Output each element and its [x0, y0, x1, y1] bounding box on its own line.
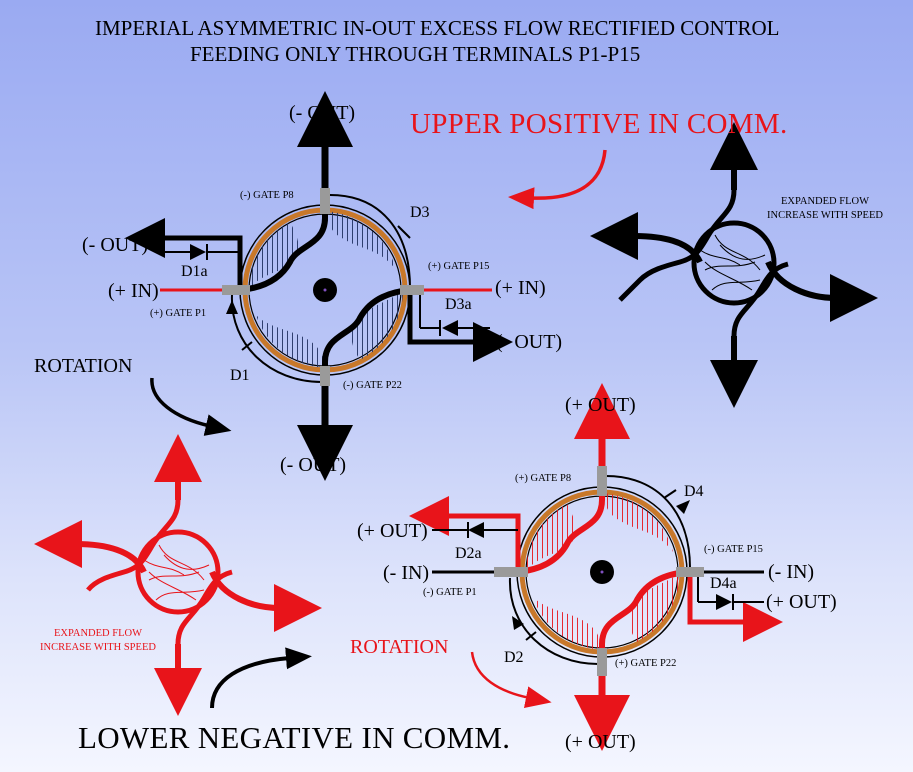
upper-bottom-out-label: (- OUT): [280, 454, 347, 476]
lower-flow-top: [516, 470, 605, 575]
lower-gate-p22-label: (+) GATE P22: [615, 658, 677, 669]
lower-hatch-left: [525, 504, 576, 572]
upper-expanded-line1: EXPANDED FLOW: [781, 196, 869, 207]
lower-gate-p8-block: [597, 466, 607, 496]
lower-gate-p1-label: (-) GATE P1: [423, 587, 477, 598]
upper-right-out-path: [407, 290, 513, 362]
upper-right-in-label: (+ IN): [495, 277, 546, 299]
lower-d2-label: D2: [504, 649, 524, 666]
lower-gate-p15-block: [676, 567, 704, 577]
upper-hatch-top: [325, 211, 396, 270]
upper-expanded-line2: INCREASE WITH SPEED: [767, 210, 883, 222]
upper-hatch-left: [248, 222, 299, 290]
title-line2: FEEDING ONLY THROUGH TERMINALS P1-P15: [190, 42, 641, 66]
lower-hatch-top: [602, 493, 673, 552]
lower-right-in-label: (- IN): [768, 561, 815, 583]
upper-expanded-note: EXPANDED FLOW INCREASE WITH SPEED: [750, 195, 900, 223]
upper-d3-curve: [329, 194, 415, 296]
upper-rotation-label: ROTATION: [34, 355, 133, 377]
upper-hatch-bottom: [256, 315, 325, 368]
lower-d4a-label: D4a: [710, 575, 737, 592]
upper-flow-bottom: [322, 287, 411, 380]
upper-d1-label: D1: [230, 367, 250, 384]
lower-d2-curve: [508, 577, 599, 665]
upper-left-out-label: (- OUT): [82, 234, 149, 256]
upper-gate-p15-block: [400, 285, 424, 295]
lower-left-out-path: [409, 496, 521, 572]
upper-d1a-label: D1a: [181, 263, 208, 280]
upper-gate-p22-label: (-) GATE P22: [343, 380, 402, 391]
lower-left-out-label: (+ OUT): [357, 520, 428, 542]
lower-heading-arrow: [210, 647, 312, 709]
lower-expanded-line1: EXPANDED FLOW: [54, 628, 142, 639]
lower-top-out-label: (+ OUT): [565, 394, 636, 416]
lower-gate-p22-block: [597, 648, 607, 676]
upper-heading-arrow: [508, 149, 607, 210]
upper-right-out-label: (- OUT): [496, 331, 563, 353]
lower-right-out-path: [687, 572, 783, 642]
upper-gate-p22-block: [320, 366, 330, 386]
lower-bottom-out-label: (+ OUT): [565, 731, 636, 753]
upper-flow-top: [239, 190, 328, 293]
upper-rotation-arrow: [150, 377, 232, 436]
lower-flow-bottom: [599, 569, 688, 660]
upper-gate-p1-block: [222, 285, 250, 295]
lower-heading: LOWER NEGATIVE IN COMM.: [78, 720, 511, 755]
lower-diode-d4a: [716, 594, 732, 610]
upper-d3-label: D3: [410, 204, 430, 221]
lower-hatch-bottom: [533, 597, 602, 650]
lower-expanded-diagram: [34, 434, 322, 716]
lower-diode-d2a: [468, 522, 484, 538]
upper-gate-p8-label: (-) GATE P8: [240, 190, 294, 201]
upper-left-in-label: (+ IN): [108, 280, 159, 302]
lower-d4-curve: [605, 475, 691, 569]
lower-expanded-line2: INCREASE WITH SPEED: [40, 642, 156, 654]
upper-diagram: [125, 91, 513, 481]
lower-diagram: [409, 383, 783, 751]
lower-rotation-arrow: [470, 651, 552, 709]
upper-left-out-path: [125, 218, 243, 290]
upper-heading: UPPER POSITIVE IN COMM.: [410, 108, 788, 140]
upper-gate-p8-block: [320, 188, 330, 214]
lower-gate-p8-label: (+) GATE P8: [515, 473, 572, 484]
upper-gate-p1-label: (+) GATE P1: [150, 308, 207, 319]
upper-diode-d1a: [190, 244, 206, 260]
lower-hatch-right: [628, 572, 681, 642]
title-line1: IMPERIAL ASYMMETRIC IN-OUT EXCESS FLOW R…: [95, 16, 780, 40]
lower-d2a-label: D2a: [455, 545, 482, 562]
lower-rotation-label: ROTATION: [350, 636, 449, 658]
lower-expanded-note: EXPANDED FLOW INCREASE WITH SPEED: [18, 627, 178, 655]
lower-d4-label: D4: [684, 483, 704, 500]
lower-right-out-label: (+ OUT): [766, 591, 837, 613]
upper-gate-p15-label: (+) GATE P15: [428, 261, 490, 272]
upper-diode-d3a: [442, 320, 458, 336]
upper-hatch-right: [351, 290, 404, 360]
upper-expanded-diagram: [590, 122, 878, 408]
lower-gate-p15-label: (-) GATE P15: [704, 544, 763, 555]
lower-left-in-label: (- IN): [383, 562, 430, 584]
lower-gate-p1-block: [494, 567, 528, 577]
upper-top-out-label: (- OUT): [289, 102, 356, 124]
upper-d3a-label: D3a: [445, 296, 472, 313]
